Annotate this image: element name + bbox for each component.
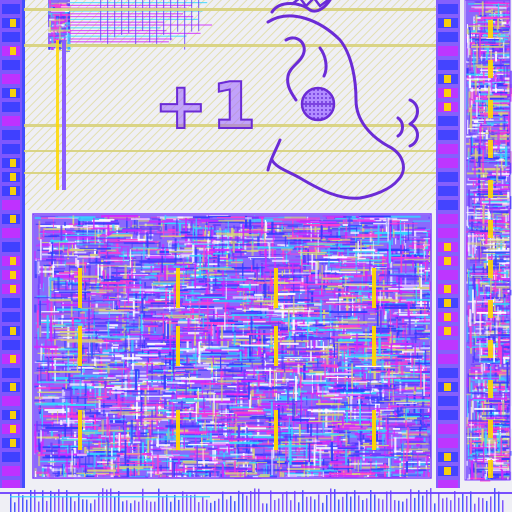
mascot-artwork-icon (266, 0, 419, 200)
mascot-eye-icon (300, 86, 336, 122)
right-block-outline (464, 0, 511, 481)
main-dense-logic-block (34, 215, 432, 479)
top-horizontal-rails (24, 8, 436, 174)
left-standard-cell-rail (0, 0, 25, 504)
right-standard-cell-rail (436, 0, 460, 490)
right-dense-block (466, 0, 512, 482)
bottom-io-strip (0, 488, 512, 512)
top-hatch-region (24, 0, 436, 210)
artwork-plus-one-label: +1 (154, 70, 260, 144)
mascot-crown-icon (291, 0, 329, 8)
via-columns (56, 40, 66, 190)
main-block-outline (32, 213, 432, 479)
